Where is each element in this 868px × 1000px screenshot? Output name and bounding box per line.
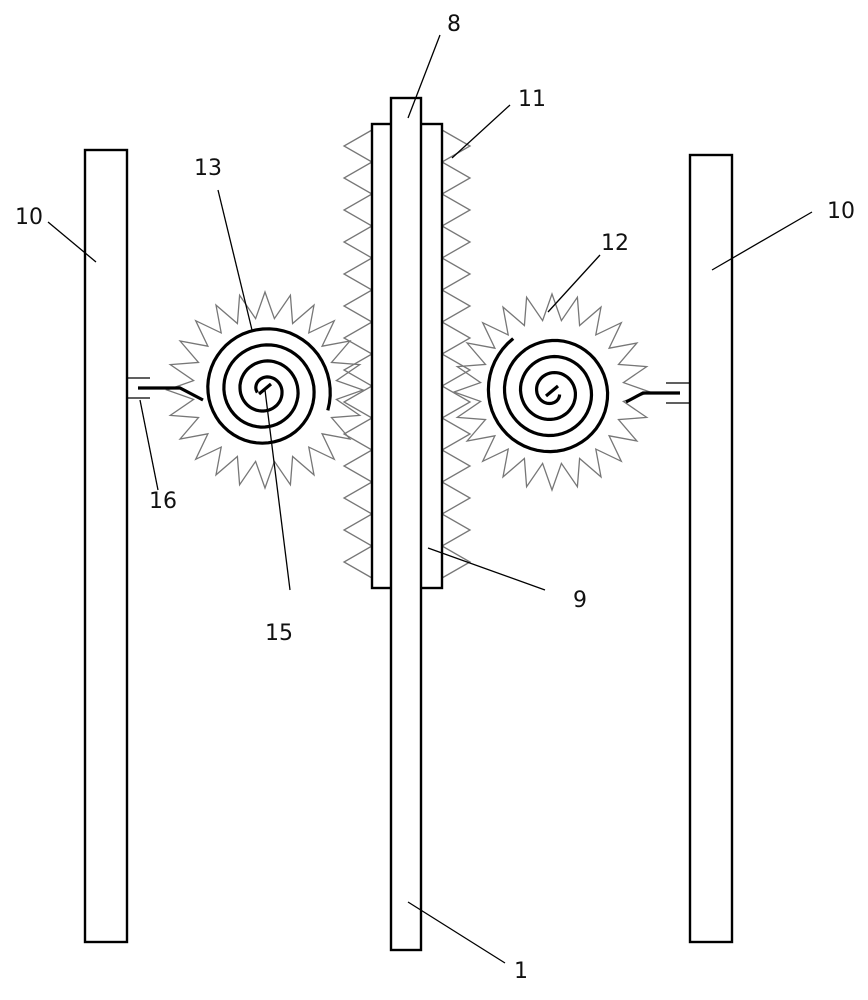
left-spiral-spring [206, 327, 332, 445]
label-12: 12 [601, 231, 629, 256]
central-rod [389, 96, 423, 952]
left-bracket [127, 377, 204, 402]
leader-11 [451, 104, 511, 159]
leader-12 [547, 254, 601, 313]
label-11: 11 [518, 87, 546, 112]
leader-8 [407, 34, 441, 119]
label-13: 13 [194, 156, 222, 181]
right-gear [452, 292, 652, 492]
label-16: 16 [149, 489, 177, 514]
label-1: 1 [514, 959, 528, 984]
right-spring-hub [544, 384, 560, 398]
left-rack-teeth [342, 129, 374, 579]
left-side-plate [83, 148, 129, 944]
right-spiral-spring [486, 337, 610, 454]
leader-10-right [711, 211, 813, 271]
label-8: 8 [447, 12, 461, 37]
leader-9 [427, 547, 546, 591]
right-rack-teeth [440, 129, 472, 579]
left-gear-teeth [165, 290, 365, 490]
leader-1 [407, 901, 506, 964]
right-bracket [625, 382, 690, 404]
left-gear [165, 290, 365, 490]
leader-13 [217, 189, 253, 331]
leader-16 [139, 399, 159, 491]
label-10-left: 10 [15, 205, 43, 230]
label-15: 15 [265, 621, 293, 646]
leader-15 [264, 389, 291, 591]
right-side-plate [688, 153, 734, 944]
leader-10-left [47, 221, 97, 263]
right-gear-teeth [452, 292, 652, 492]
label-10-right: 10 [827, 199, 855, 224]
left-spring-hub [257, 382, 273, 396]
label-9: 9 [573, 588, 587, 613]
